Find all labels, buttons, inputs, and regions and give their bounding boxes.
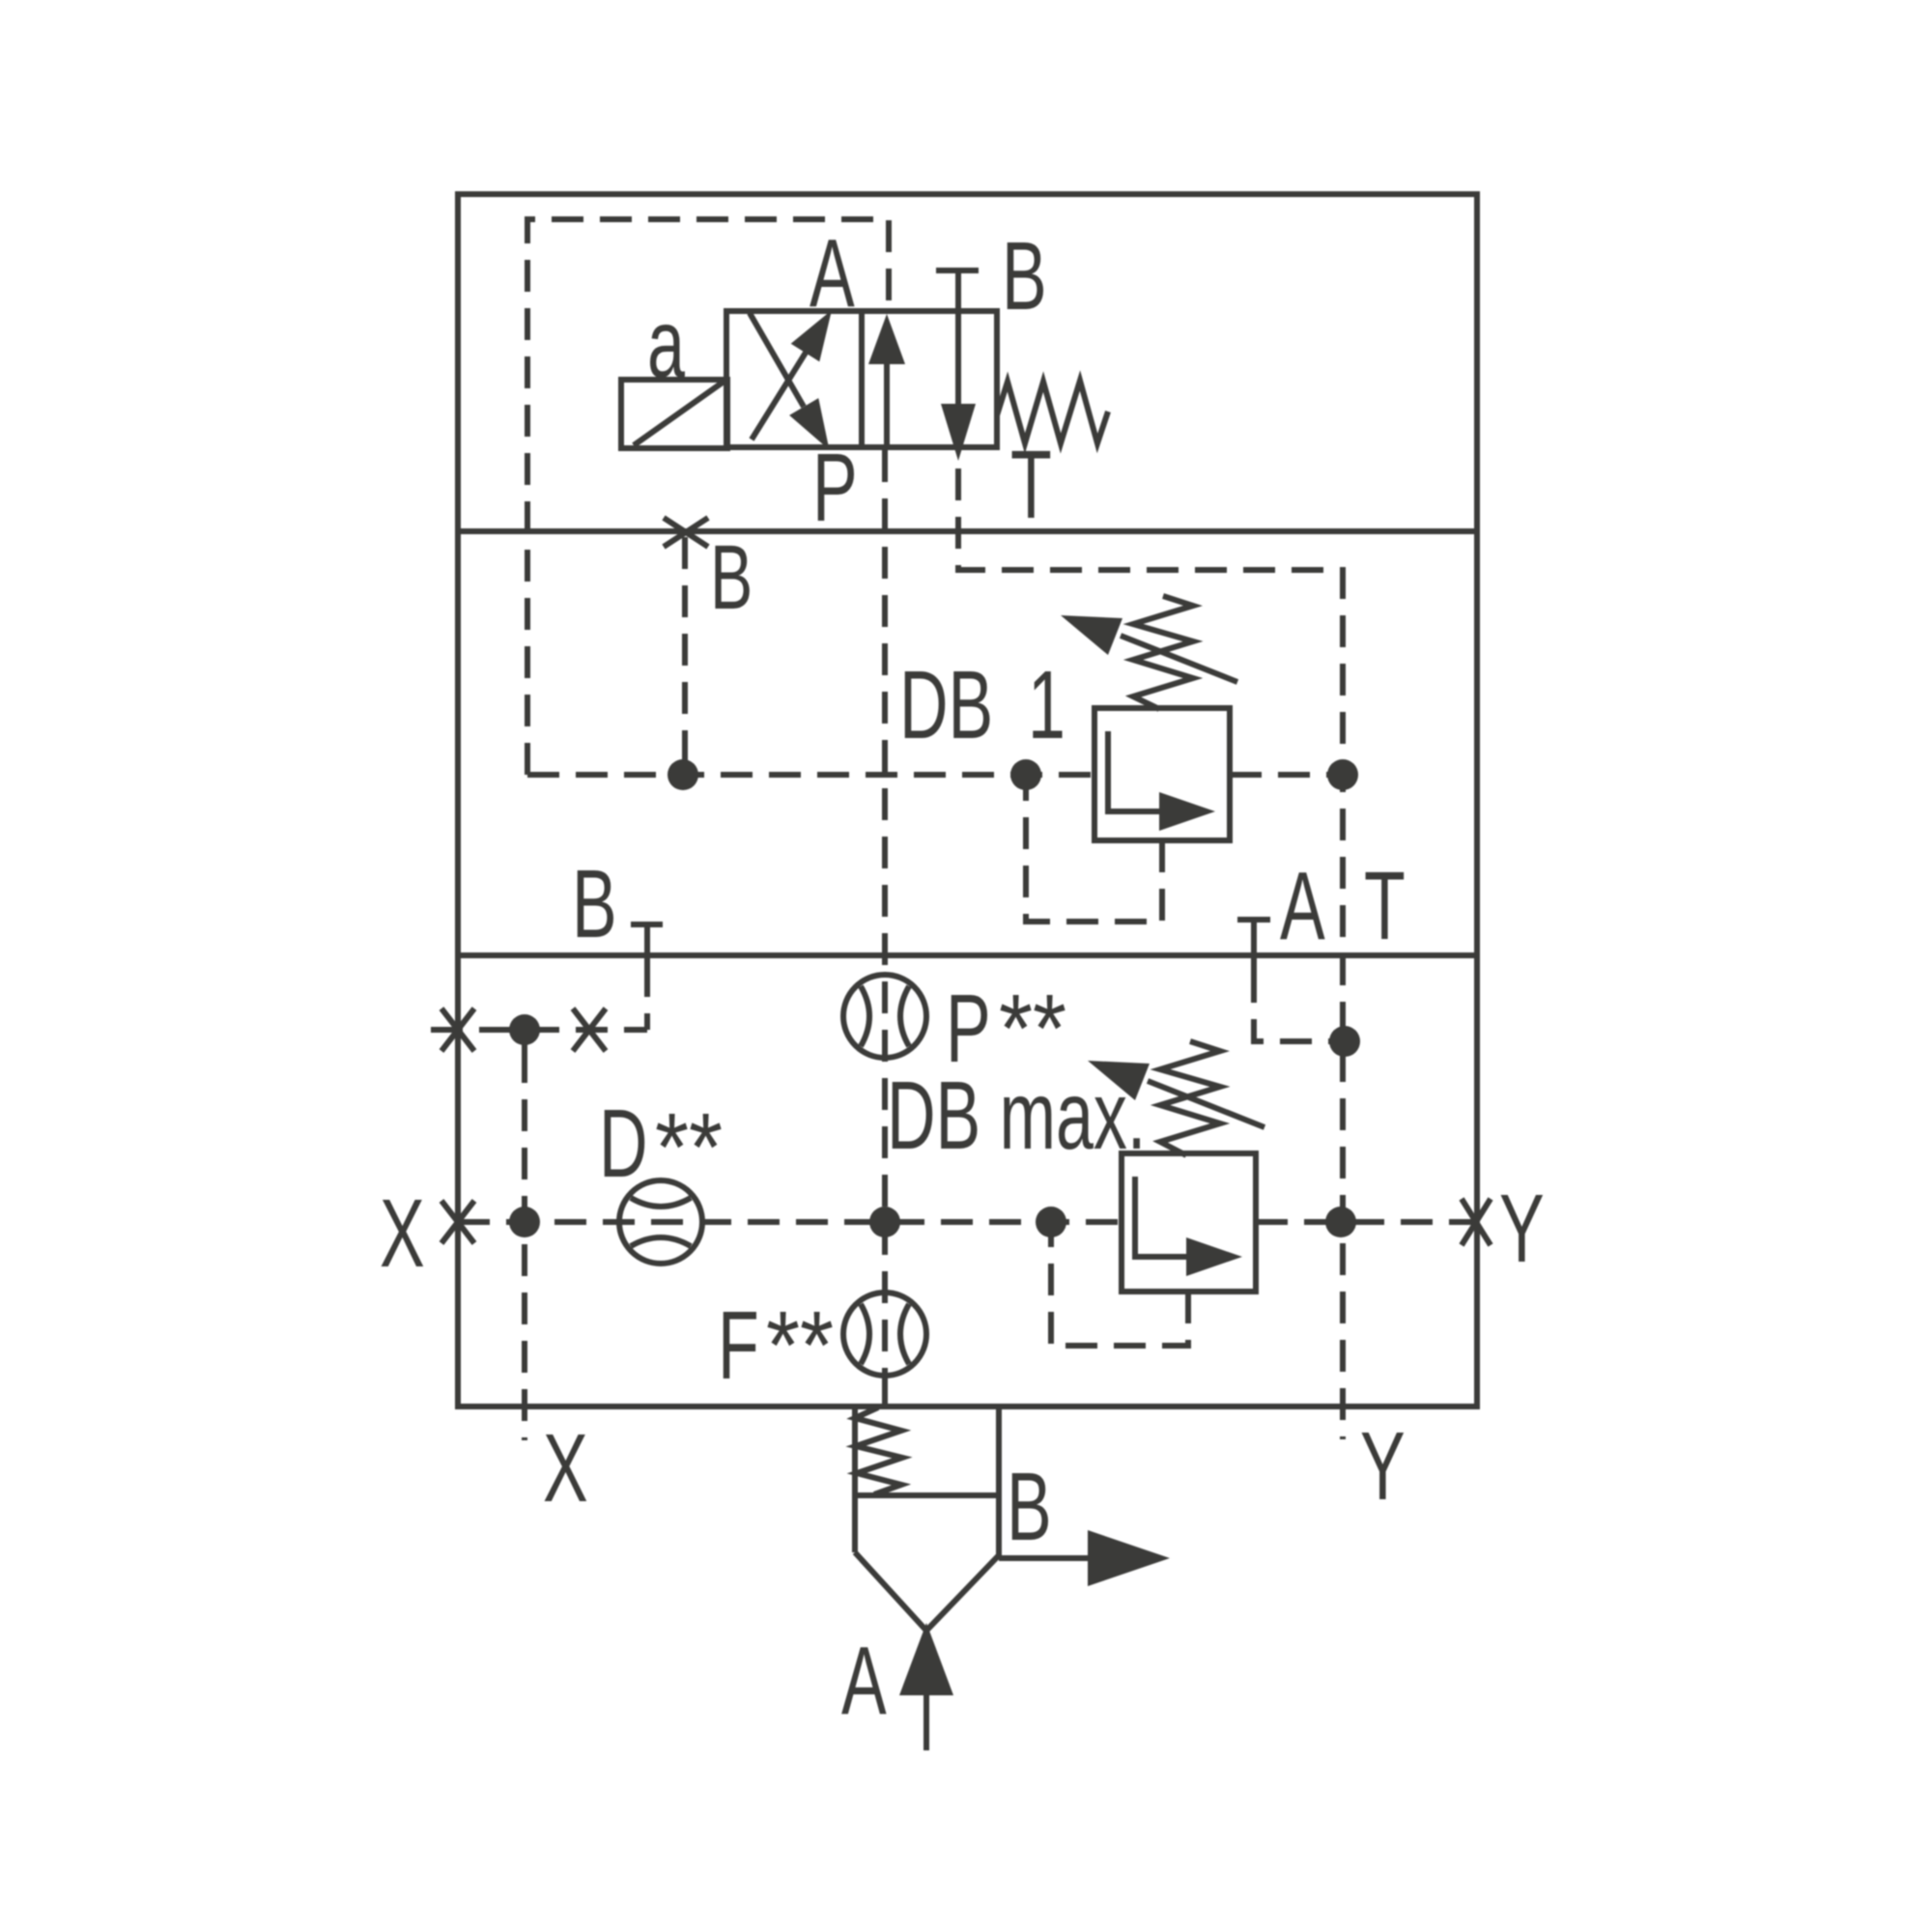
svg-text:B: B bbox=[572, 851, 617, 958]
svg-text:B: B bbox=[1007, 1454, 1052, 1561]
svg-text:B: B bbox=[1002, 223, 1047, 330]
svg-text:Y: Y bbox=[1499, 1176, 1545, 1283]
svg-text:X: X bbox=[543, 1415, 588, 1522]
svg-text:T: T bbox=[1364, 853, 1406, 960]
svg-text:T: T bbox=[1010, 432, 1052, 539]
svg-text:A: A bbox=[810, 220, 855, 327]
svg-text:P: P bbox=[812, 435, 858, 542]
svg-text:DB: DB bbox=[899, 652, 993, 759]
svg-text:F: F bbox=[718, 1293, 759, 1400]
svg-text:D: D bbox=[599, 1091, 648, 1198]
svg-text:X: X bbox=[380, 1180, 425, 1288]
svg-text:**: ** bbox=[766, 1293, 834, 1400]
svg-text:1: 1 bbox=[1028, 652, 1065, 759]
svg-text:DB max.: DB max. bbox=[887, 1063, 1146, 1170]
svg-text:**: ** bbox=[655, 1094, 723, 1202]
svg-text:**: ** bbox=[999, 976, 1066, 1083]
svg-text:Y: Y bbox=[1360, 1413, 1406, 1520]
svg-text:B: B bbox=[710, 526, 753, 628]
svg-text:A: A bbox=[841, 1628, 887, 1735]
svg-text:P: P bbox=[946, 976, 991, 1083]
svg-text:A: A bbox=[1280, 853, 1325, 960]
svg-text:a: a bbox=[647, 291, 685, 398]
